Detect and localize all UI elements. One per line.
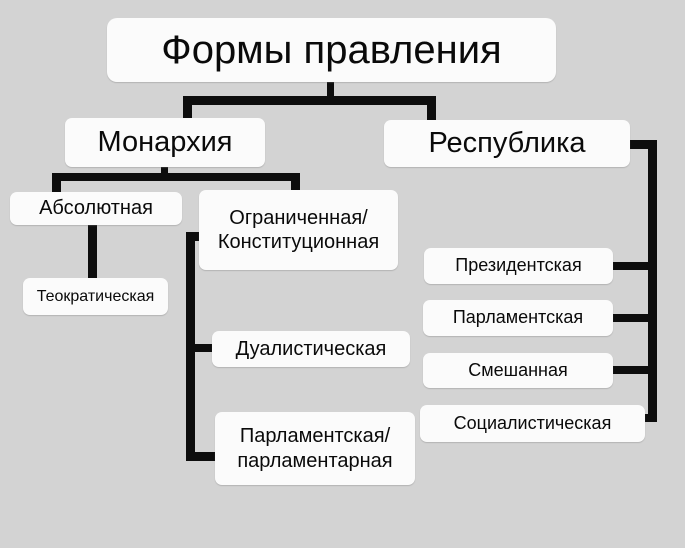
node-theocratic-monarchy: Теократическая (23, 278, 168, 315)
connector-monarchy-bus (52, 173, 300, 181)
node-root-title-label: Формы правления (161, 27, 502, 72)
node-limited-monarchy-line1: Ограниченная/ (229, 206, 368, 229)
node-root-title: Формы правления (107, 18, 556, 82)
node-parliamentary-republic: Парламентская (423, 300, 613, 336)
connector-republic-to-socialist (641, 414, 657, 422)
node-mixed-republic-label: Смешанная (468, 359, 568, 380)
connector-limited-to-dualistic (186, 344, 216, 352)
node-republic-label: Республика (428, 126, 586, 159)
node-republic: Республика (384, 120, 630, 167)
node-absolute-monarchy: Абсолютная (10, 192, 182, 225)
node-parliamentary-republic-label: Парламентская (452, 307, 584, 328)
node-monarchy: Монархия (65, 118, 265, 167)
connector-monarchy-to-limited (291, 173, 300, 193)
connector-absolute-to-theocratic (88, 224, 97, 282)
node-limited-monarchy-lines: Ограниченная/ Конституционная (205, 206, 392, 255)
node-socialist-republic: Социалистическая (420, 405, 645, 442)
node-limited-monarchy-line2: Конституционная (217, 231, 380, 253)
connector-title-bus (183, 96, 436, 105)
connector-republic-to-mixed (610, 366, 657, 374)
connector-republic-trunk (648, 140, 657, 422)
connector-limited-top-elbow (186, 232, 208, 241)
node-absolute-monarchy-label: Абсолютная (39, 197, 153, 220)
connector-republic-to-parliamentary (610, 314, 657, 322)
connector-title-to-monarchy (183, 96, 192, 122)
connector-limited-to-parliamentary-monarchy (186, 452, 222, 461)
node-socialist-republic-label: Социалистическая (453, 412, 612, 433)
node-parliamentary-monarchy-lines: Парламентская/ парламентарная (221, 424, 409, 473)
node-presidential-republic: Президентская (424, 248, 613, 284)
connector-title-to-republic (427, 96, 436, 122)
connector-republic-top-elbow (628, 140, 657, 149)
node-theocratic-monarchy-label: Теократическая (36, 287, 155, 305)
node-mixed-republic: Смешанная (423, 353, 613, 388)
node-dualistic-monarchy-label: Дуалистическая (235, 337, 387, 360)
node-parliamentary-monarchy-line1: Парламентская/ (239, 425, 391, 448)
node-dualistic-monarchy: Дуалистическая (212, 331, 410, 367)
connector-republic-to-presidential (610, 262, 657, 270)
node-parliamentary-monarchy-line2: парламентарная (237, 449, 393, 472)
node-limited-constitutional-monarchy: Ограниченная/ Конституционная (199, 190, 398, 270)
connector-title-stem (327, 82, 334, 102)
node-presidential-republic-label: Президентская (455, 255, 582, 276)
node-parliamentary-monarchy: Парламентская/ парламентарная (215, 412, 415, 485)
connector-monarchy-to-absolute (52, 173, 61, 195)
node-monarchy-label: Монархия (97, 125, 233, 158)
